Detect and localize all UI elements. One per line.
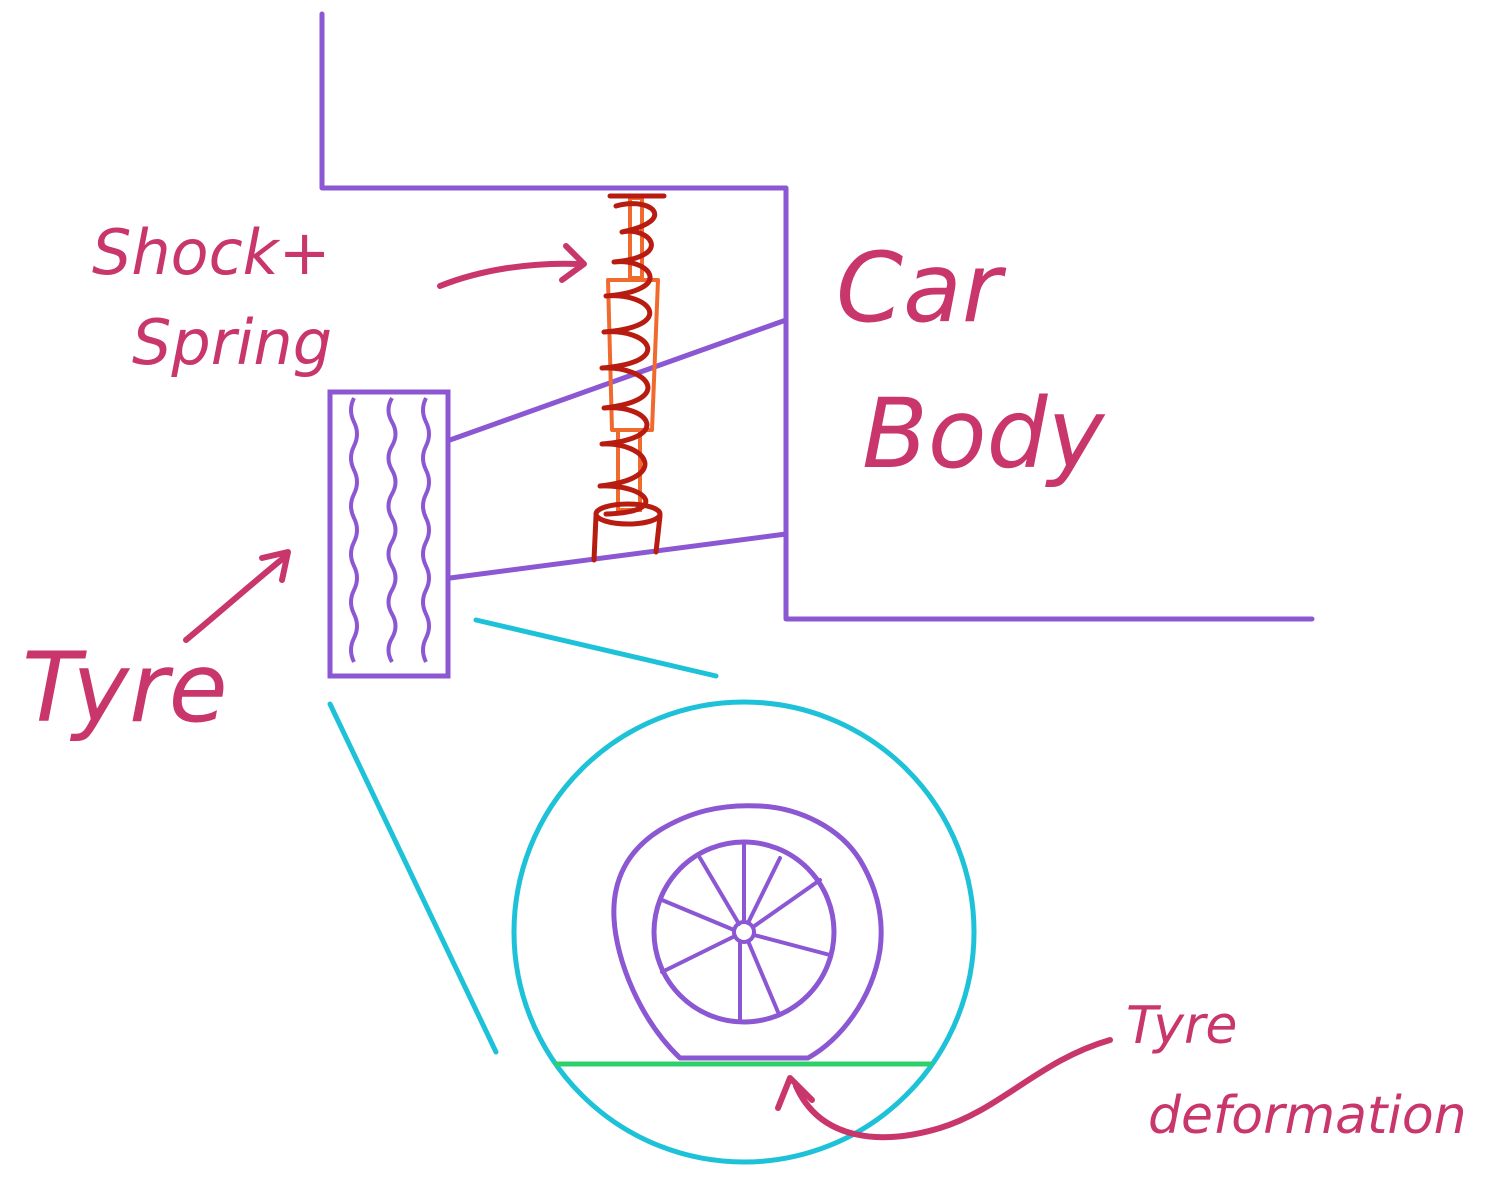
- tyre-deformation-label-line2: deformation: [1148, 1086, 1467, 1146]
- tyre-deformation-label-line1: Tyre: [1126, 996, 1238, 1056]
- shock-spring-label-line2: Spring: [132, 306, 333, 379]
- arrow-deformation: [775, 1037, 1113, 1141]
- tyre-label: Tyre: [22, 632, 228, 744]
- tyre-side-view: [327, 389, 451, 679]
- deformed-tyre-wheel: [611, 803, 884, 1061]
- zoom-line-lower: [327, 701, 499, 1055]
- car-label-line1: Car: [836, 232, 1002, 344]
- upper-control-arm: [447, 317, 789, 443]
- arrow-shock: [437, 243, 587, 289]
- lower-control-arm: [447, 531, 789, 581]
- zoom-line-upper: [473, 617, 719, 679]
- shock-spring-label-line1: Shock+: [92, 216, 331, 289]
- body-label-line2: Body: [862, 378, 1105, 490]
- car-body-outline: [319, 11, 1315, 622]
- zoom-circle: [511, 699, 977, 1165]
- coil-spring: [591, 193, 667, 563]
- arrow-tyre: [183, 549, 291, 643]
